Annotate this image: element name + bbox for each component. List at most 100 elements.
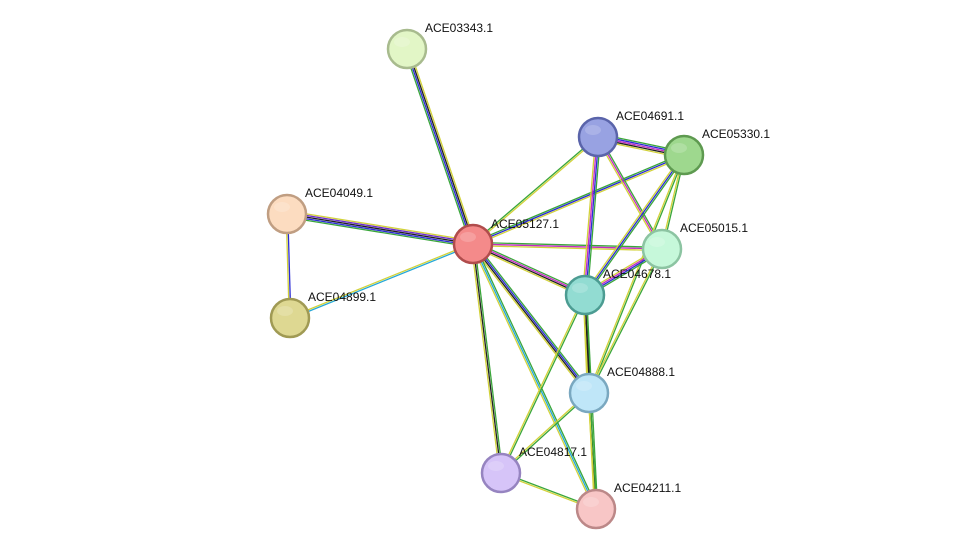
node-highlight	[576, 381, 592, 391]
edge-ace05127-1-ace04678-1	[471, 241, 587, 298]
node-highlight	[394, 37, 410, 47]
edge-evidence-line	[470, 244, 501, 474]
edge-ace05127-1-ace04049-1	[286, 210, 474, 248]
edge-evidence-line	[405, 49, 473, 245]
node-label-ace04678-1: ACE04678.1	[603, 267, 671, 281]
edge-ace05127-1-ace04899-1	[289, 242, 474, 320]
edge-ace05127-1-ace04888-1	[470, 242, 592, 395]
node-circle[interactable]	[577, 116, 619, 158]
edge-evidence-line	[287, 210, 474, 242]
node-ace04888-1[interactable]	[568, 372, 610, 414]
node-highlight	[585, 125, 601, 135]
node-circle[interactable]	[386, 28, 428, 70]
node-label-ace05015-1: ACE05015.1	[680, 221, 748, 235]
edge-evidence-line	[473, 243, 504, 473]
edge-evidence-line	[589, 155, 686, 394]
edge-ace05127-1-ace03343-1	[404, 48, 476, 245]
edge-evidence-line	[472, 152, 684, 244]
edge-evidence-line	[471, 244, 589, 394]
node-circle[interactable]	[480, 452, 522, 494]
edge-ace05127-1-ace04817-1	[470, 243, 504, 474]
node-circle[interactable]	[266, 193, 308, 235]
node-ace04211-1[interactable]	[575, 488, 617, 530]
node-ace04678-1[interactable]	[564, 274, 606, 316]
node-label-ace04817-1: ACE04817.1	[519, 445, 587, 459]
node-circle[interactable]	[568, 372, 610, 414]
edge-evidence-line	[587, 154, 684, 393]
edge-ace04691-1-ace04678-1	[581, 136, 602, 296]
node-highlight	[274, 202, 290, 212]
edge-evidence-line	[587, 248, 662, 393]
node-ace05127-1[interactable]	[452, 223, 494, 265]
edge-evidence-line	[585, 137, 600, 296]
edge-evidence-line	[470, 245, 588, 395]
node-label-ace05330-1: ACE05330.1	[702, 127, 770, 141]
node-highlight	[460, 232, 476, 242]
edge-evidence-line	[286, 214, 473, 247]
node-label-ace04888-1: ACE04888.1	[607, 365, 675, 379]
edge-evidence-line	[471, 245, 585, 298]
edge-evidence-line	[287, 211, 474, 244]
node-circle[interactable]	[575, 488, 617, 530]
edge-evidence-line	[586, 137, 602, 296]
edge-evidence-line	[584, 154, 685, 296]
node-highlight	[277, 306, 293, 316]
edge-evidence-line	[472, 243, 597, 510]
node-circle[interactable]	[663, 134, 705, 176]
edge-evidence-line	[286, 216, 473, 248]
edge-evidence-line	[473, 241, 587, 294]
edge-evidence-line	[473, 137, 599, 246]
labels-layer: ACE03343.1ACE04691.1ACE05330.1ACE04049.1…	[305, 21, 770, 495]
edge-evidence-line	[472, 243, 502, 474]
edge-evidence-line	[473, 241, 663, 249]
node-label-ace05127-1: ACE05127.1	[491, 217, 559, 231]
edge-evidence-line	[473, 243, 591, 393]
edge-evidence-line	[472, 244, 585, 297]
edge-ace04678-1-ace04817-1	[499, 294, 587, 474]
edge-evidence-line	[581, 136, 597, 295]
node-highlight	[488, 461, 504, 471]
edge-evidence-line	[597, 136, 663, 250]
edge-ace05127-1-ace04691-1	[472, 135, 599, 246]
node-ace03343-1[interactable]	[386, 28, 428, 70]
edge-ace05127-1-ace05015-1	[472, 241, 663, 252]
node-circle[interactable]	[641, 228, 683, 270]
edge-evidence-line	[583, 136, 598, 295]
edge-evidence-line	[286, 213, 474, 245]
node-circle[interactable]	[452, 223, 494, 265]
edge-ace05127-1-ace05330-1	[472, 152, 685, 247]
edge-evidence-line	[408, 48, 476, 244]
edge-evidence-line	[474, 242, 592, 392]
edge-evidence-line	[472, 244, 662, 252]
edge-evidence-line	[473, 242, 586, 295]
edge-evidence-line	[472, 135, 598, 244]
node-ace05015-1[interactable]	[641, 228, 683, 270]
edge-evidence-line	[472, 154, 685, 245]
node-ace04817-1[interactable]	[480, 452, 522, 494]
node-label-ace03343-1: ACE03343.1	[425, 21, 493, 35]
node-label-ace04049-1: ACE04049.1	[305, 186, 373, 200]
node-circle[interactable]	[269, 297, 311, 339]
node-highlight	[671, 143, 687, 153]
node-ace04049-1[interactable]	[266, 193, 308, 235]
node-circle[interactable]	[564, 274, 606, 316]
edge-ace05015-1-ace04888-1	[587, 248, 664, 394]
edge-ace05127-1-ace04211-1	[470, 243, 599, 510]
edge-evidence-line	[473, 243, 599, 509]
edge-evidence-line	[290, 244, 474, 320]
edge-evidence-line	[470, 244, 596, 510]
edge-evidence-line	[585, 155, 686, 297]
edge-evidence-line	[589, 249, 664, 394]
edge-evidence-line	[473, 155, 685, 247]
edge-evidence-line	[501, 295, 587, 474]
edge-ace05330-1-ace04678-1	[583, 153, 686, 297]
node-ace04899-1[interactable]	[269, 297, 311, 339]
edge-evidence-line	[499, 294, 585, 473]
node-label-ace04691-1: ACE04691.1	[616, 109, 684, 123]
node-highlight	[572, 283, 588, 293]
edge-evidence-line	[472, 243, 663, 250]
node-ace05330-1[interactable]	[663, 134, 705, 176]
node-ace04691-1[interactable]	[577, 116, 619, 158]
edge-ace05330-1-ace04888-1	[587, 154, 686, 394]
